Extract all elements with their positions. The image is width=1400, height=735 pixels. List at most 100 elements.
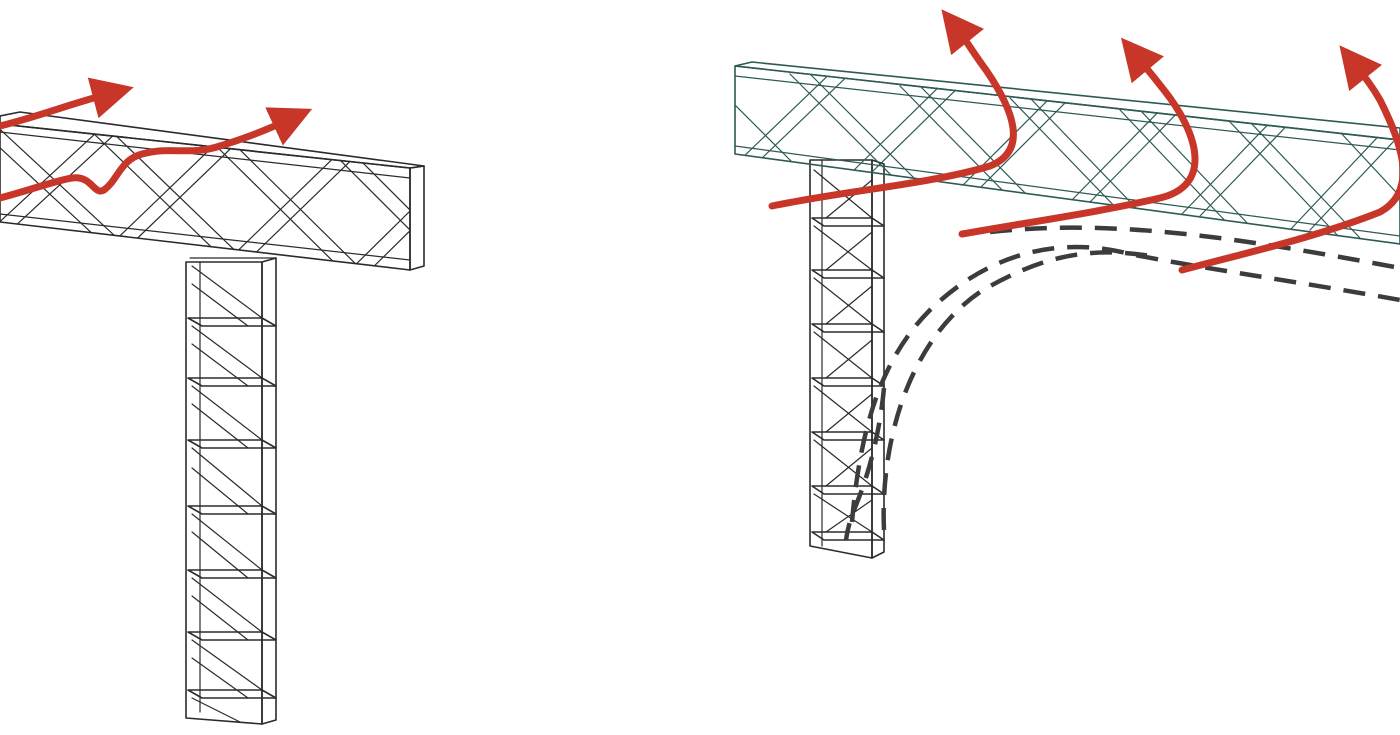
left-slab-inner-edge	[0, 213, 411, 261]
right-column-diagonal	[813, 277, 873, 325]
right-column-segment	[811, 431, 885, 441]
right-column-segment	[811, 269, 885, 279]
right-column-diagonal	[825, 231, 873, 271]
right-column-diagonal	[825, 447, 873, 487]
left-slab-diagonal	[239, 141, 371, 269]
left-flow-arrows	[0, 77, 313, 202]
right-column-diagonal	[813, 439, 873, 487]
right-slab-inner-edge	[734, 145, 1400, 237]
right-flow-arrow-1	[768, 9, 1017, 210]
left-column-diagonal	[191, 403, 249, 449]
left-slab-diagonal	[229, 139, 371, 270]
left-slab-top-face	[0, 111, 425, 169]
right-slab-diagonal	[809, 73, 921, 185]
right-column-diagonal	[825, 393, 873, 433]
left-column-diagonal	[191, 447, 263, 507]
right-column-diagonal	[825, 339, 873, 379]
right-column-diagonal	[825, 499, 873, 533]
left-column-diagonal	[191, 325, 263, 379]
left-panel	[0, 77, 425, 725]
right-slab-diagonal	[735, 69, 801, 171]
right-slab-diagonal	[1069, 99, 1171, 203]
left-column-diagonals	[191, 265, 263, 723]
right-column-segments	[811, 217, 885, 541]
right-column-diagonal	[813, 385, 873, 433]
right-flow-arrow-2	[958, 37, 1199, 238]
right-slab-diagonal	[1229, 121, 1341, 239]
right-slab-diagonal	[919, 85, 1031, 199]
left-column-diagonal	[191, 513, 263, 571]
left-slab-diagonal	[339, 151, 410, 270]
left-slab-inner-edge	[0, 131, 411, 179]
right-slab-diagonal	[869, 75, 971, 175]
right-column-diagonal	[825, 285, 873, 325]
left-slab-diagonal	[209, 139, 351, 270]
right-slab-diagonal	[1249, 121, 1361, 239]
right-slab-diagonal	[1089, 99, 1191, 203]
left-column-diagonal	[191, 595, 249, 641]
left-slab-diamonds	[0, 124, 410, 270]
right-slab-diamonds	[735, 66, 1400, 244]
right-column-diagonal	[825, 179, 873, 219]
left-column-diagonal	[191, 531, 249, 579]
dashed-path-4	[989, 225, 1400, 271]
right-slab-inner-edge	[734, 75, 1400, 151]
left-slab-end-face	[409, 165, 425, 271]
right-panel	[734, 9, 1400, 559]
right-column	[809, 159, 885, 559]
right-slab-diagonal	[1009, 97, 1121, 213]
left-column-diagonal	[191, 639, 263, 691]
left-slab-diagonal	[0, 124, 111, 241]
left-slab-front-face	[0, 123, 411, 271]
right-slab-diagonal	[1179, 111, 1281, 217]
left-column-diagonal	[191, 467, 249, 515]
right-column-segment	[811, 377, 885, 387]
left-column-diagonal	[191, 283, 249, 327]
left-column-diagonal	[191, 265, 263, 319]
right-column-diagonals	[813, 169, 873, 533]
right-slab-diagonal	[1119, 109, 1231, 227]
right-slab-diagonal	[1029, 97, 1141, 213]
right-slab-diagonal	[1199, 111, 1301, 217]
right-column-diagonal	[813, 493, 873, 533]
left-column-diagonal	[191, 577, 263, 633]
left-column-diagonal	[191, 657, 249, 699]
left-slab-diagonal	[359, 151, 410, 270]
right-column-segment	[811, 485, 885, 495]
right-slab-diagonal	[739, 66, 841, 161]
right-column-segment	[811, 531, 885, 541]
left-column-diagonal	[191, 385, 263, 441]
left-slab-diagonal	[349, 149, 410, 270]
left-column-diagonal	[191, 343, 249, 387]
dashed-path-2	[849, 244, 1400, 523]
left-slab-diagonal	[219, 141, 351, 269]
dashed-path-1	[843, 387, 887, 541]
right-slab-diagonal	[979, 87, 1081, 189]
right-column-side	[871, 159, 885, 559]
left-column-face	[185, 261, 263, 725]
right-column-segment	[811, 217, 885, 227]
right-column-face	[809, 159, 873, 559]
right-column-diagonal	[813, 225, 873, 271]
left-column	[185, 257, 277, 725]
left-column-side	[261, 257, 277, 725]
left-column-diagonal	[191, 697, 241, 723]
left-slab	[0, 111, 425, 271]
left-flow-arrow-2	[0, 107, 313, 202]
left-slab-diagonal	[329, 149, 410, 270]
right-flow-arrow-3	[1178, 45, 1400, 274]
right-slab-diagonal	[1339, 131, 1400, 244]
right-column-diagonal	[813, 331, 873, 379]
left-flow-arrow-1	[0, 77, 134, 130]
right-dashed-paths	[843, 225, 1400, 541]
right-slab-diagonal	[789, 73, 901, 185]
right-slab-diagonal	[759, 66, 861, 161]
right-flow-arrows	[768, 9, 1400, 274]
right-slab-diagonal	[899, 85, 1011, 199]
right-slab-diagonal	[849, 75, 951, 175]
right-slab-diagonal	[1289, 123, 1391, 231]
dashed-path-3	[881, 250, 1151, 531]
right-slab-diagonal	[1309, 123, 1400, 231]
right-column-segment	[811, 323, 885, 333]
